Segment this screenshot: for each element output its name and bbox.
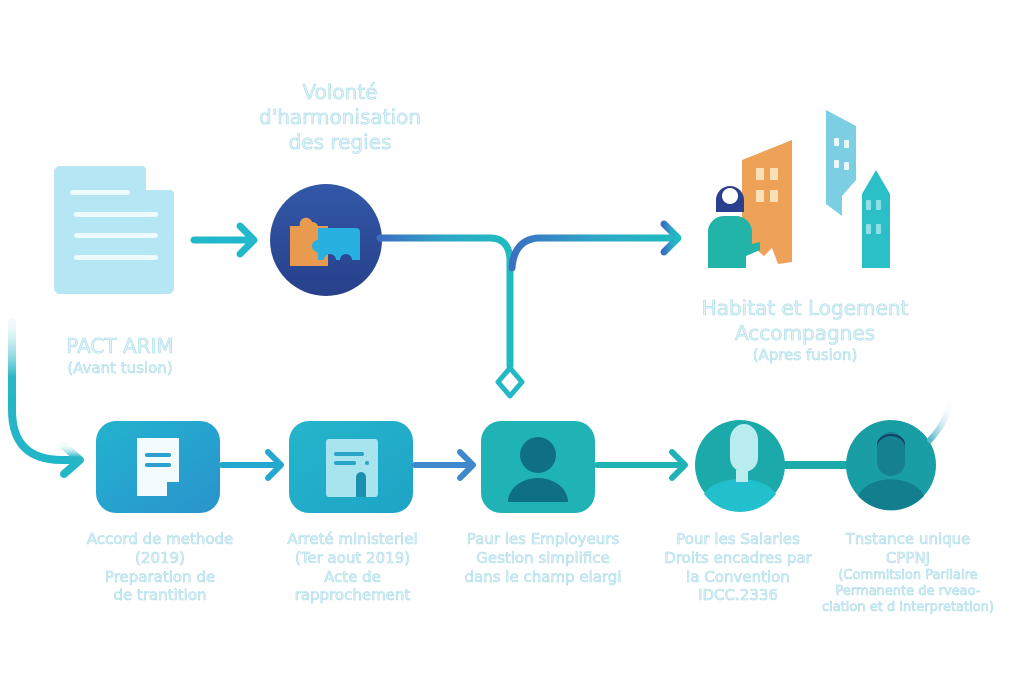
user-icon bbox=[508, 437, 568, 502]
step-2-box bbox=[289, 421, 413, 513]
step-5-line: ciation et d interpretation) bbox=[821, 600, 995, 616]
step-4-label: Pour les Salaries Droits encadres par la… bbox=[643, 530, 833, 605]
step-5-line: CPPNJ bbox=[885, 548, 931, 567]
title-top: Volonté d'harmonisation des regies bbox=[240, 80, 440, 155]
step-3-box bbox=[481, 421, 595, 513]
person-avatar-icon bbox=[858, 432, 924, 511]
right-entity-line: Habitat et Logement bbox=[701, 296, 909, 321]
step-2-line: (Ter aout 2019) bbox=[294, 548, 411, 567]
step-1-line: de trantition bbox=[113, 586, 207, 605]
step-1-line: Preparation de bbox=[104, 567, 216, 586]
step-5-line: Permanente de rveao- bbox=[835, 583, 981, 599]
step-4-line: IDCC.2336 bbox=[698, 586, 778, 605]
source-document-icon bbox=[54, 166, 174, 294]
right-entity-subtitle: (Apres fusion) bbox=[752, 346, 858, 365]
step-4-line: Droits encadres par bbox=[664, 548, 812, 567]
step-3-line: dans le champ elargi bbox=[464, 567, 622, 586]
arrow-doc-to-puzzle bbox=[190, 222, 258, 258]
step-3-line: Paur les Employeurs bbox=[466, 530, 620, 549]
step-2-line: rapprochement bbox=[294, 586, 411, 605]
step-5-circle bbox=[846, 420, 936, 511]
title-line: d'harmonisation bbox=[259, 105, 422, 130]
step-1-line: (2019) bbox=[135, 548, 185, 567]
left-entity-label: PACT ARIM (Avant tusion) bbox=[20, 334, 220, 378]
woman-figure bbox=[708, 186, 760, 268]
housing-illustration bbox=[708, 110, 890, 268]
employee-avatar-icon bbox=[704, 424, 776, 513]
step-1-line: Accord de methode bbox=[86, 530, 234, 549]
step-5-label: Tnstance unique CPPNJ (Commitsion Parila… bbox=[808, 530, 1008, 616]
step-1-box bbox=[96, 421, 220, 513]
step-2-line: Acte de bbox=[324, 567, 381, 586]
right-entity-label: Habitat et Logement Accompagnes (Apres f… bbox=[660, 296, 950, 365]
title-line: des regies bbox=[288, 130, 392, 155]
step-4-line: Pour les Salaries bbox=[676, 530, 800, 549]
step-2-line: Arreté ministeriel bbox=[287, 530, 418, 549]
step-4-circle bbox=[695, 420, 785, 513]
left-curved-arrow bbox=[8, 318, 84, 478]
step-5-line: (Commitsion Parilaire bbox=[838, 567, 978, 583]
certificate-icon bbox=[326, 439, 378, 497]
diamond-node bbox=[495, 365, 525, 399]
puzzle-icon bbox=[290, 217, 360, 266]
step-4-line: la Convention bbox=[686, 567, 790, 586]
document-icon bbox=[137, 438, 179, 496]
title-line: Volonté bbox=[302, 80, 378, 105]
connector-4-5 bbox=[784, 461, 848, 469]
puzzle-circle bbox=[270, 184, 382, 296]
step-3-label: Paur les Employeurs Gestion simplifice d… bbox=[443, 530, 643, 586]
left-entity-name: PACT ARIM bbox=[66, 334, 174, 359]
step-3-line: Gestion simplifice bbox=[476, 548, 610, 567]
right-entity-line: Accompagnes bbox=[734, 321, 876, 346]
step-5-line: Tnstance unique bbox=[845, 530, 971, 549]
left-entity-subtitle: (Avant tusion) bbox=[67, 359, 173, 378]
arrow-1-2 bbox=[219, 449, 284, 481]
step-1-label: Accord de methode (2019) Preparation de … bbox=[60, 530, 260, 605]
step-2-label: Arreté ministeriel (Ter aout 2019) Acte … bbox=[255, 530, 450, 605]
decorative-tail bbox=[927, 395, 955, 443]
branch-connector bbox=[376, 220, 682, 370]
arrow-3-4 bbox=[594, 449, 688, 481]
arrow-2-3 bbox=[412, 449, 476, 481]
